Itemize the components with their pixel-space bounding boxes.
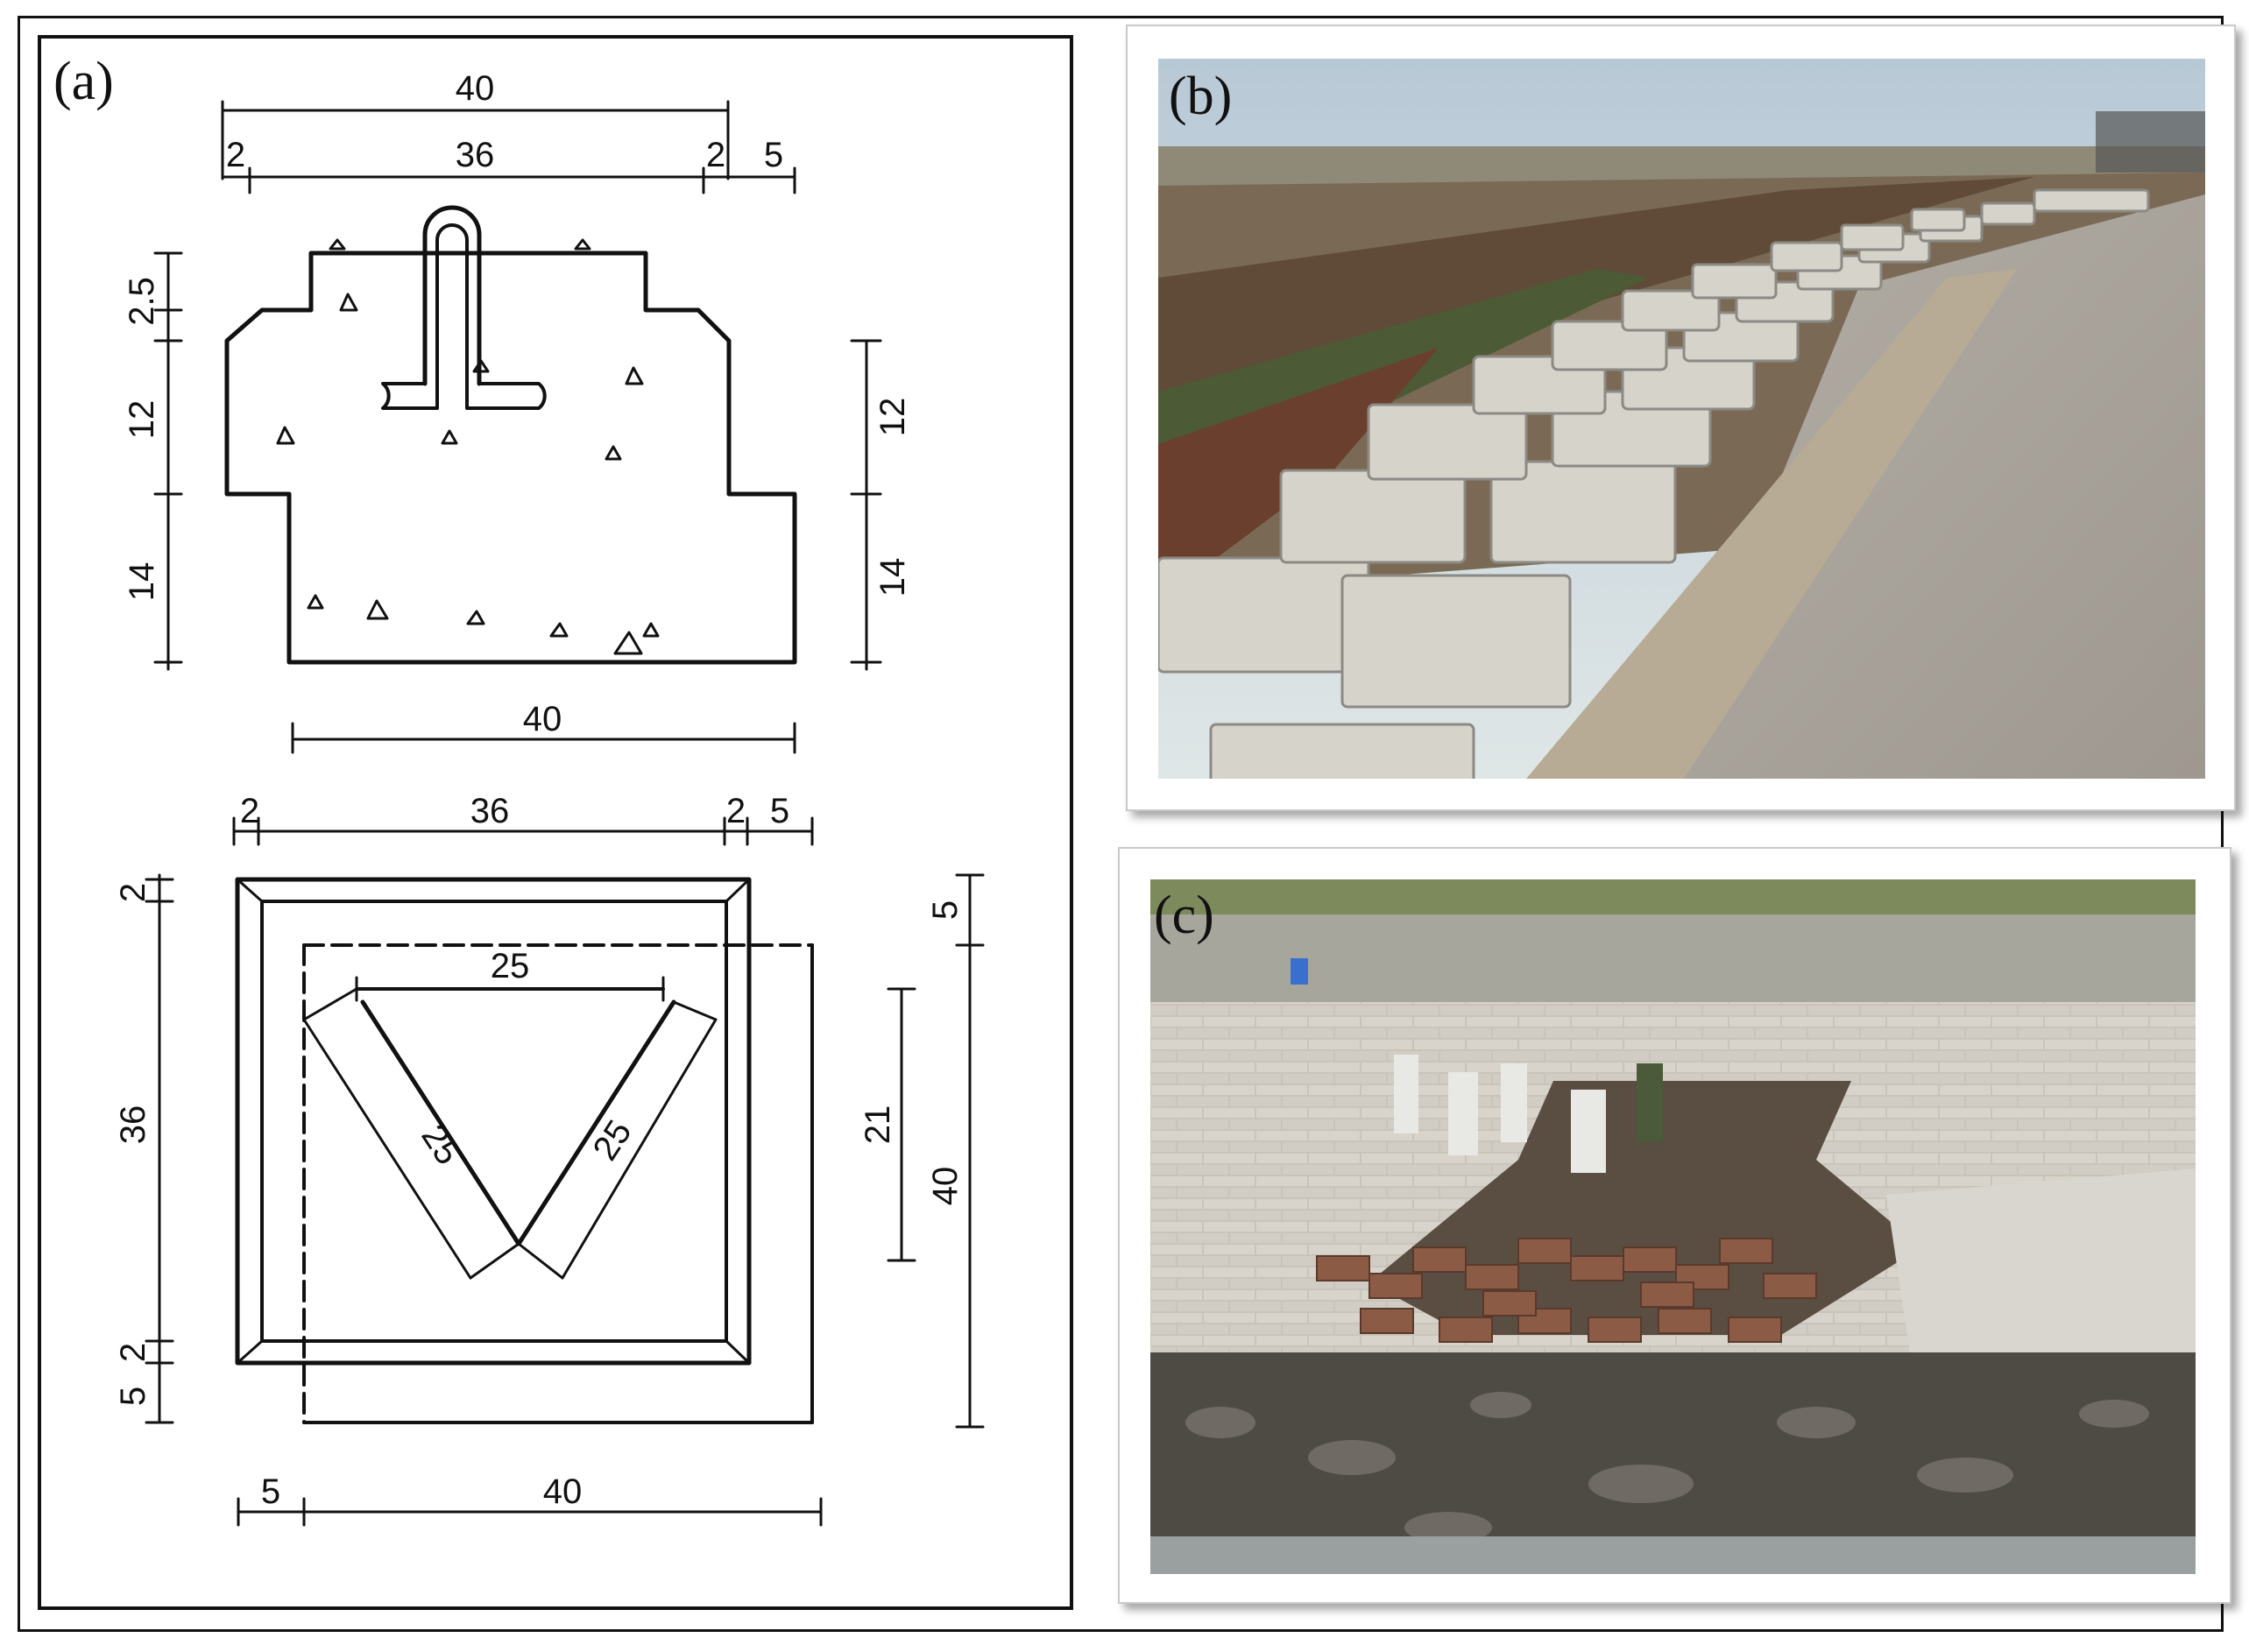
block-row-illustration — [1158, 59, 2205, 779]
revetment-illustration — [1150, 879, 2196, 1574]
dim-plan-top-left: 2 — [240, 792, 259, 830]
panel-b-label: (b) — [1169, 67, 1233, 126]
dim-top-right-margin: 2 — [706, 136, 725, 174]
dim-plan-left-bottom-b: 5 — [114, 1387, 152, 1406]
dim-groove-left: 25 — [414, 1118, 467, 1171]
panel-a-drawing: 40 2 36 2 5 2.5 12 14 12 14 40 2 36 2 5 … — [38, 35, 1073, 1610]
block-drawing: 40 2 36 2 5 2.5 12 14 12 14 40 2 36 2 5 … — [114, 69, 985, 1527]
panel-a-label: (a) — [53, 52, 114, 111]
dim-plan-top-inner: 36 — [470, 792, 510, 830]
dim-plan-top-right: 2 — [726, 792, 746, 830]
dim-left-2-5: 2.5 — [123, 277, 161, 326]
dim-right-14: 14 — [873, 558, 912, 597]
dim-plan-right-inner: 21 — [859, 1105, 897, 1145]
dim-groove-right: 25 — [586, 1113, 640, 1167]
panel-c-label: (c) — [1154, 886, 1214, 945]
dim-plan-left-bottom-a: 2 — [114, 1343, 152, 1362]
dim-plan-left-top: 2 — [114, 883, 152, 902]
dim-plan-left-mid: 36 — [114, 1105, 152, 1145]
dim-plan-bottom-width: 40 — [543, 1472, 583, 1511]
dim-top-inner: 36 — [456, 136, 495, 174]
dim-left-14: 14 — [123, 562, 161, 602]
dim-top-left-margin: 2 — [226, 136, 245, 174]
dim-left-12: 12 — [123, 400, 161, 440]
panel-c-photo: (c) — [1150, 879, 2196, 1574]
dim-top-total: 40 — [456, 69, 495, 108]
dim-plan-right-top: 5 — [926, 900, 965, 920]
dim-plan-top-extra: 5 — [770, 792, 789, 830]
panel-b-photo: (b) — [1158, 59, 2205, 779]
dim-top-extra: 5 — [764, 136, 783, 174]
dim-right-12: 12 — [873, 398, 912, 437]
dim-plan-right-total: 40 — [926, 1167, 965, 1206]
dim-plan-bottom-left: 5 — [261, 1472, 280, 1511]
dim-side-bottom: 40 — [523, 700, 562, 738]
dim-groove-top: 25 — [491, 947, 530, 985]
